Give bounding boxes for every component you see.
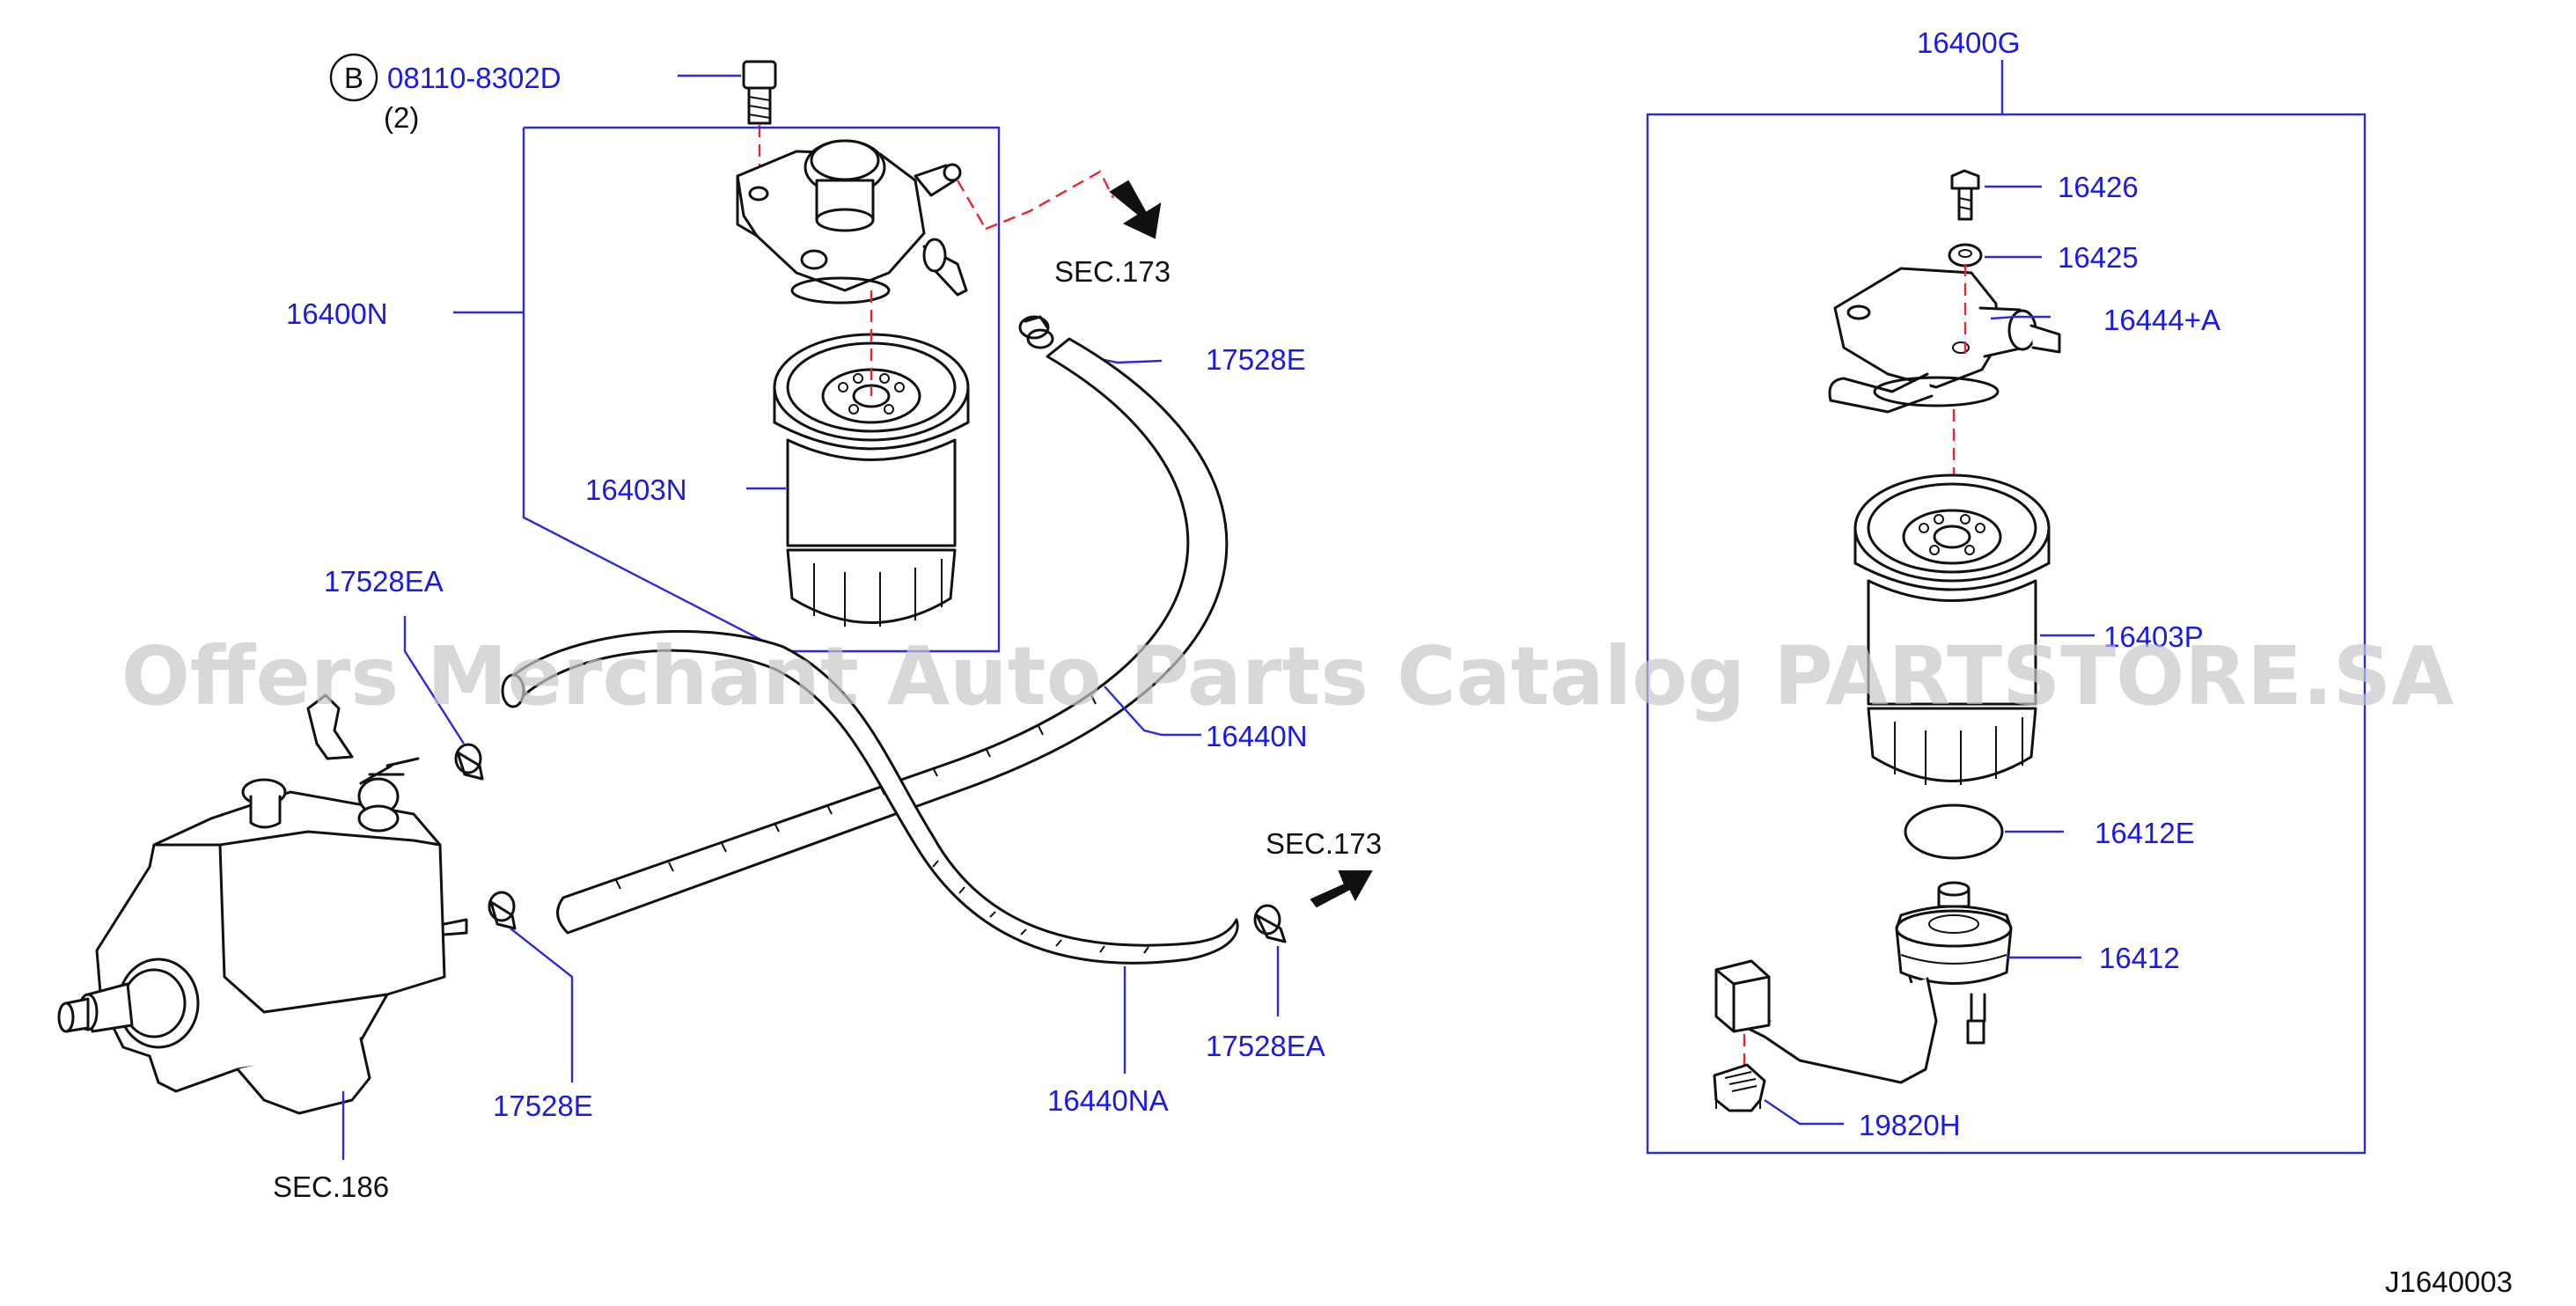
watermark: Offers Merchant Auto Parts Catalog PARTS… bbox=[121, 629, 2455, 723]
clamp-17528E-bottom bbox=[488, 891, 517, 930]
leader-16440N bbox=[1104, 686, 1201, 737]
filter-head-16444A bbox=[1828, 264, 2061, 414]
label-16426[interactable]: 16426 bbox=[2058, 171, 2139, 203]
sec173-top-arrow bbox=[1109, 180, 1162, 239]
filter-head-left bbox=[736, 139, 1115, 304]
clamp-17528E-top bbox=[1018, 315, 1054, 349]
label-19820H[interactable]: 19820H bbox=[1859, 1109, 1961, 1141]
label-16403P[interactable]: 16403P bbox=[2103, 620, 2204, 653]
label-17528E-bottom[interactable]: 17528E bbox=[493, 1090, 593, 1122]
washer-16425 bbox=[1948, 243, 1983, 268]
filter-element-16403P bbox=[1853, 409, 2051, 785]
leader-19820H bbox=[1764, 1099, 1844, 1126]
badge-circle bbox=[329, 53, 378, 102]
label-17528E-top[interactable]: 17528E bbox=[1206, 343, 1306, 376]
hose-16440NA bbox=[501, 629, 1239, 965]
filter-assembly-box-16400N bbox=[522, 126, 1001, 653]
leader-17528EA-left bbox=[403, 616, 466, 745]
label-17528EA-left[interactable]: 17528EA bbox=[324, 565, 444, 598]
badge-letter: B bbox=[344, 62, 363, 94]
oring-16412E bbox=[1904, 803, 2004, 860]
diagram-code: J1640003 bbox=[2385, 1266, 2513, 1298]
label-16403N[interactable]: 16403N bbox=[585, 473, 687, 506]
filter-assembly-box-16400G bbox=[1646, 113, 2367, 1155]
screw-16426 bbox=[1950, 169, 1980, 221]
filter-element-left bbox=[773, 290, 970, 627]
label-16444A[interactable]: 16444+A bbox=[2103, 304, 2220, 336]
bolt-quantity: (2) bbox=[384, 101, 419, 134]
label-16412E[interactable]: 16412E bbox=[2095, 817, 2195, 849]
sec173-top[interactable]: SEC.173 bbox=[1054, 255, 1171, 288]
hose-16440N bbox=[556, 337, 1229, 935]
clip-19820H bbox=[1713, 1063, 1766, 1112]
injection-pump bbox=[57, 693, 468, 1115]
leader-16444A bbox=[1990, 315, 2051, 320]
sec173-mid[interactable]: SEC.173 bbox=[1266, 827, 1382, 860]
label-16425[interactable]: 16425 bbox=[2058, 241, 2139, 274]
clamp-17528EA-left bbox=[454, 743, 484, 781]
label-17528EA-right[interactable]: 17528EA bbox=[1206, 1030, 1325, 1062]
leader-17528E-bottom bbox=[510, 928, 574, 1082]
clamp-17528EA-right bbox=[1253, 904, 1287, 943]
label-16440NA[interactable]: 16440NA bbox=[1047, 1084, 1169, 1117]
bolt-callout[interactable]: B 08110-8302D (2) bbox=[329, 53, 741, 134]
label-16412[interactable]: 16412 bbox=[2099, 942, 2180, 974]
bolt-part-number[interactable]: 08110-8302D bbox=[387, 62, 561, 94]
label-16440N[interactable]: 16440N bbox=[1206, 720, 1308, 752]
sec186[interactable]: SEC.186 bbox=[273, 1170, 389, 1203]
label-16400N[interactable]: 16400N bbox=[286, 297, 388, 330]
sec173-mid-arrow bbox=[1310, 870, 1373, 908]
sensor-16412 bbox=[1714, 881, 2013, 1084]
label-16400G[interactable]: 16400G bbox=[1917, 26, 2020, 59]
